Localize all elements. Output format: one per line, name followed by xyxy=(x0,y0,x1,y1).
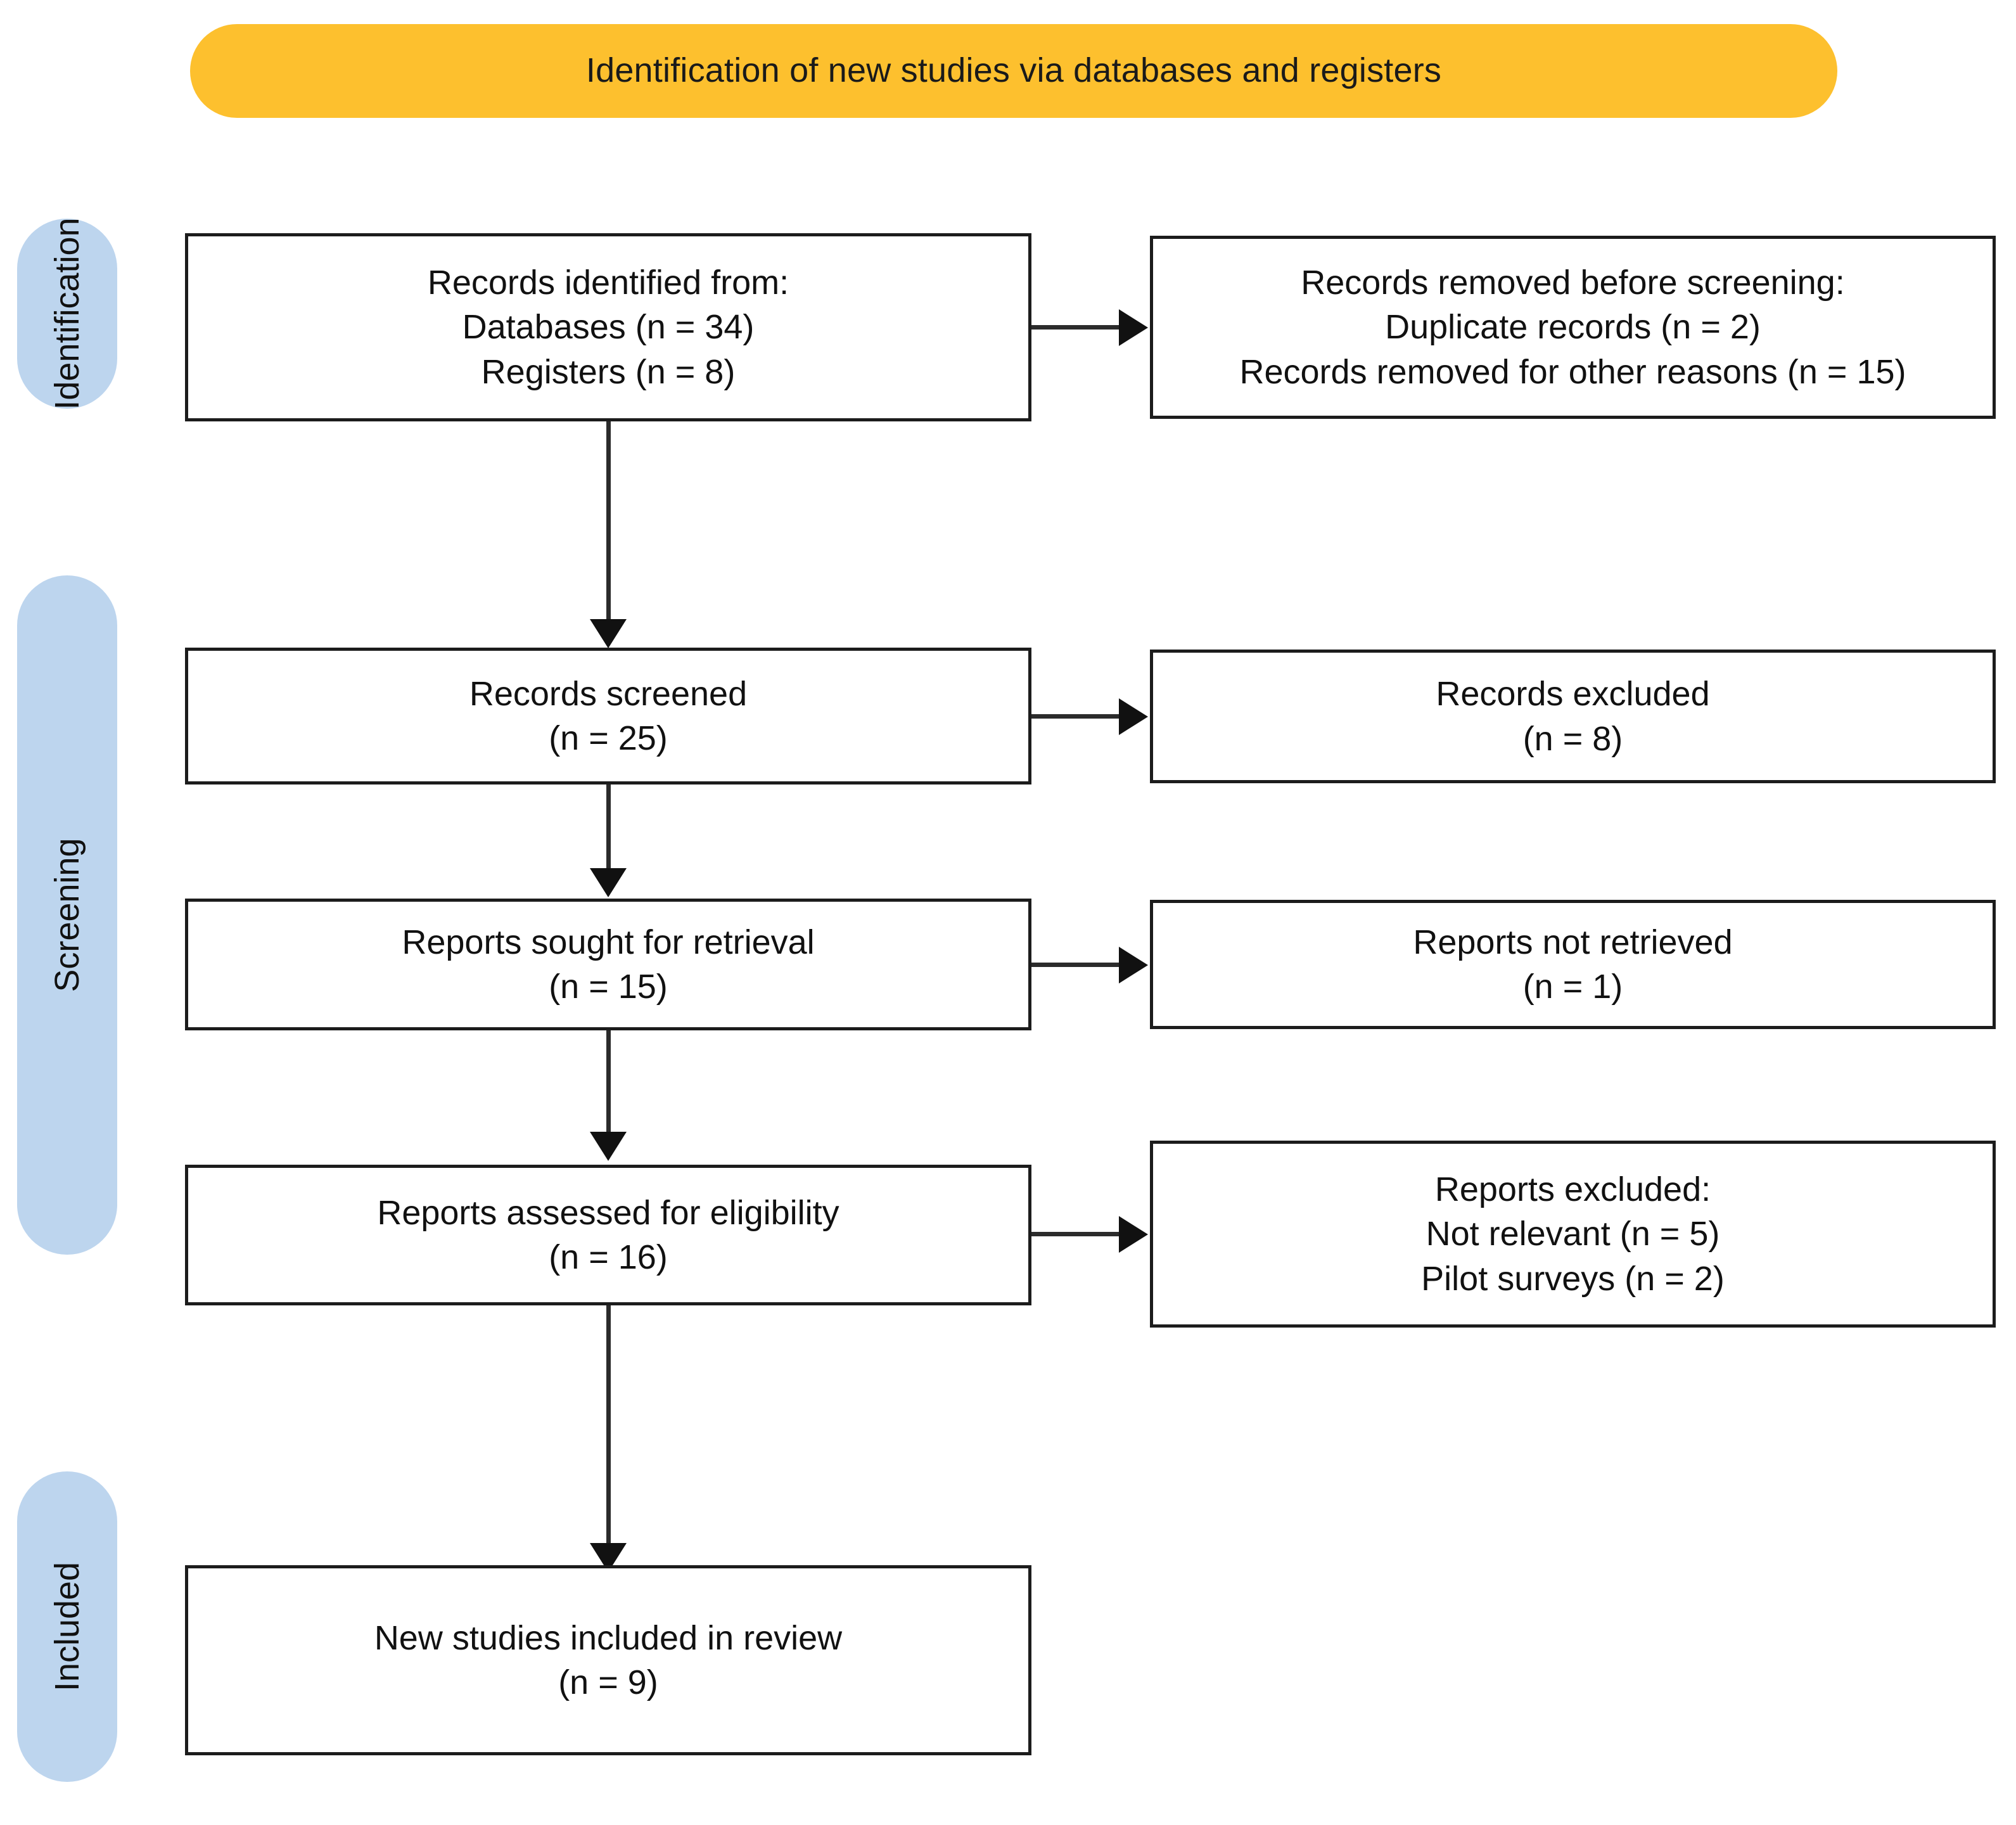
box-records-excluded-text: Records excluded (n = 8) xyxy=(1436,675,1710,758)
stage-label-screening: Screening xyxy=(48,838,86,992)
box-records-removed-before-screening: Records removed before screening: Duplic… xyxy=(1150,236,1996,419)
box-reports-not-retrieved-text: Reports not retrieved (n = 1) xyxy=(1413,923,1733,1006)
connector-screened-to-excluded xyxy=(1031,714,1121,719)
connector-identified-to-removed xyxy=(1031,325,1121,330)
diagram-header-banner: Identification of new studies via databa… xyxy=(190,24,1837,118)
box-records-screened-text: Records screened (n = 25) xyxy=(469,674,748,757)
arrowhead-screened-to-excluded xyxy=(1119,698,1148,735)
stage-pill-identification: Identification xyxy=(17,217,117,410)
connector-identified-to-screened xyxy=(606,421,611,631)
box-records-screened: Records screened (n = 25) xyxy=(185,648,1031,784)
arrowhead-screened-to-sought xyxy=(590,868,627,897)
box-records-identified-text: Records identified from: Databases (n = … xyxy=(427,264,789,391)
connector-sought-to-assessed xyxy=(606,1030,611,1138)
box-new-studies-included-in-review: New studies included in review (n = 9) xyxy=(185,1565,1031,1755)
box-reports-sought-for-retrieval: Reports sought for retrieval (n = 15) xyxy=(185,899,1031,1030)
box-reports-assessed-for-eligibility: Reports assessed for eligibility (n = 16… xyxy=(185,1165,1031,1305)
connector-assessed-to-excluded xyxy=(1031,1232,1121,1236)
arrowhead-sought-to-not-retrieved xyxy=(1119,947,1148,983)
box-records-excluded: Records excluded (n = 8) xyxy=(1150,650,1996,783)
arrowhead-assessed-to-excluded xyxy=(1119,1216,1148,1253)
page-title: Identification of new studies via databa… xyxy=(585,51,1442,90)
box-records-identified: Records identified from: Databases (n = … xyxy=(185,233,1031,421)
connector-assessed-to-included xyxy=(606,1305,611,1553)
stage-label-included: Included xyxy=(48,1561,86,1692)
stage-pill-included: Included xyxy=(17,1471,117,1782)
connector-sought-to-not-retrieved xyxy=(1031,963,1121,967)
connector-screened-to-sought xyxy=(606,784,611,876)
box-reports-sought-for-retrieval-text: Reports sought for retrieval (n = 15) xyxy=(402,923,815,1006)
box-records-removed-before-screening-text: Records removed before screening: Duplic… xyxy=(1239,264,1906,391)
stage-pill-screening: Screening xyxy=(17,575,117,1255)
box-reports-excluded: Reports excluded: Not relevant (n = 5) P… xyxy=(1150,1141,1996,1328)
box-reports-excluded-text: Reports excluded: Not relevant (n = 5) P… xyxy=(1421,1170,1725,1298)
stage-label-identification: Identification xyxy=(48,217,86,410)
box-new-studies-included-in-review-text: New studies included in review (n = 9) xyxy=(374,1618,843,1701)
arrowhead-identified-to-screened xyxy=(590,619,627,648)
arrowhead-sought-to-assessed xyxy=(590,1132,627,1161)
box-reports-not-retrieved: Reports not retrieved (n = 1) xyxy=(1150,900,1996,1029)
box-reports-assessed-for-eligibility-text: Reports assessed for eligibility (n = 16… xyxy=(377,1193,839,1276)
arrowhead-identified-to-removed xyxy=(1119,309,1148,346)
